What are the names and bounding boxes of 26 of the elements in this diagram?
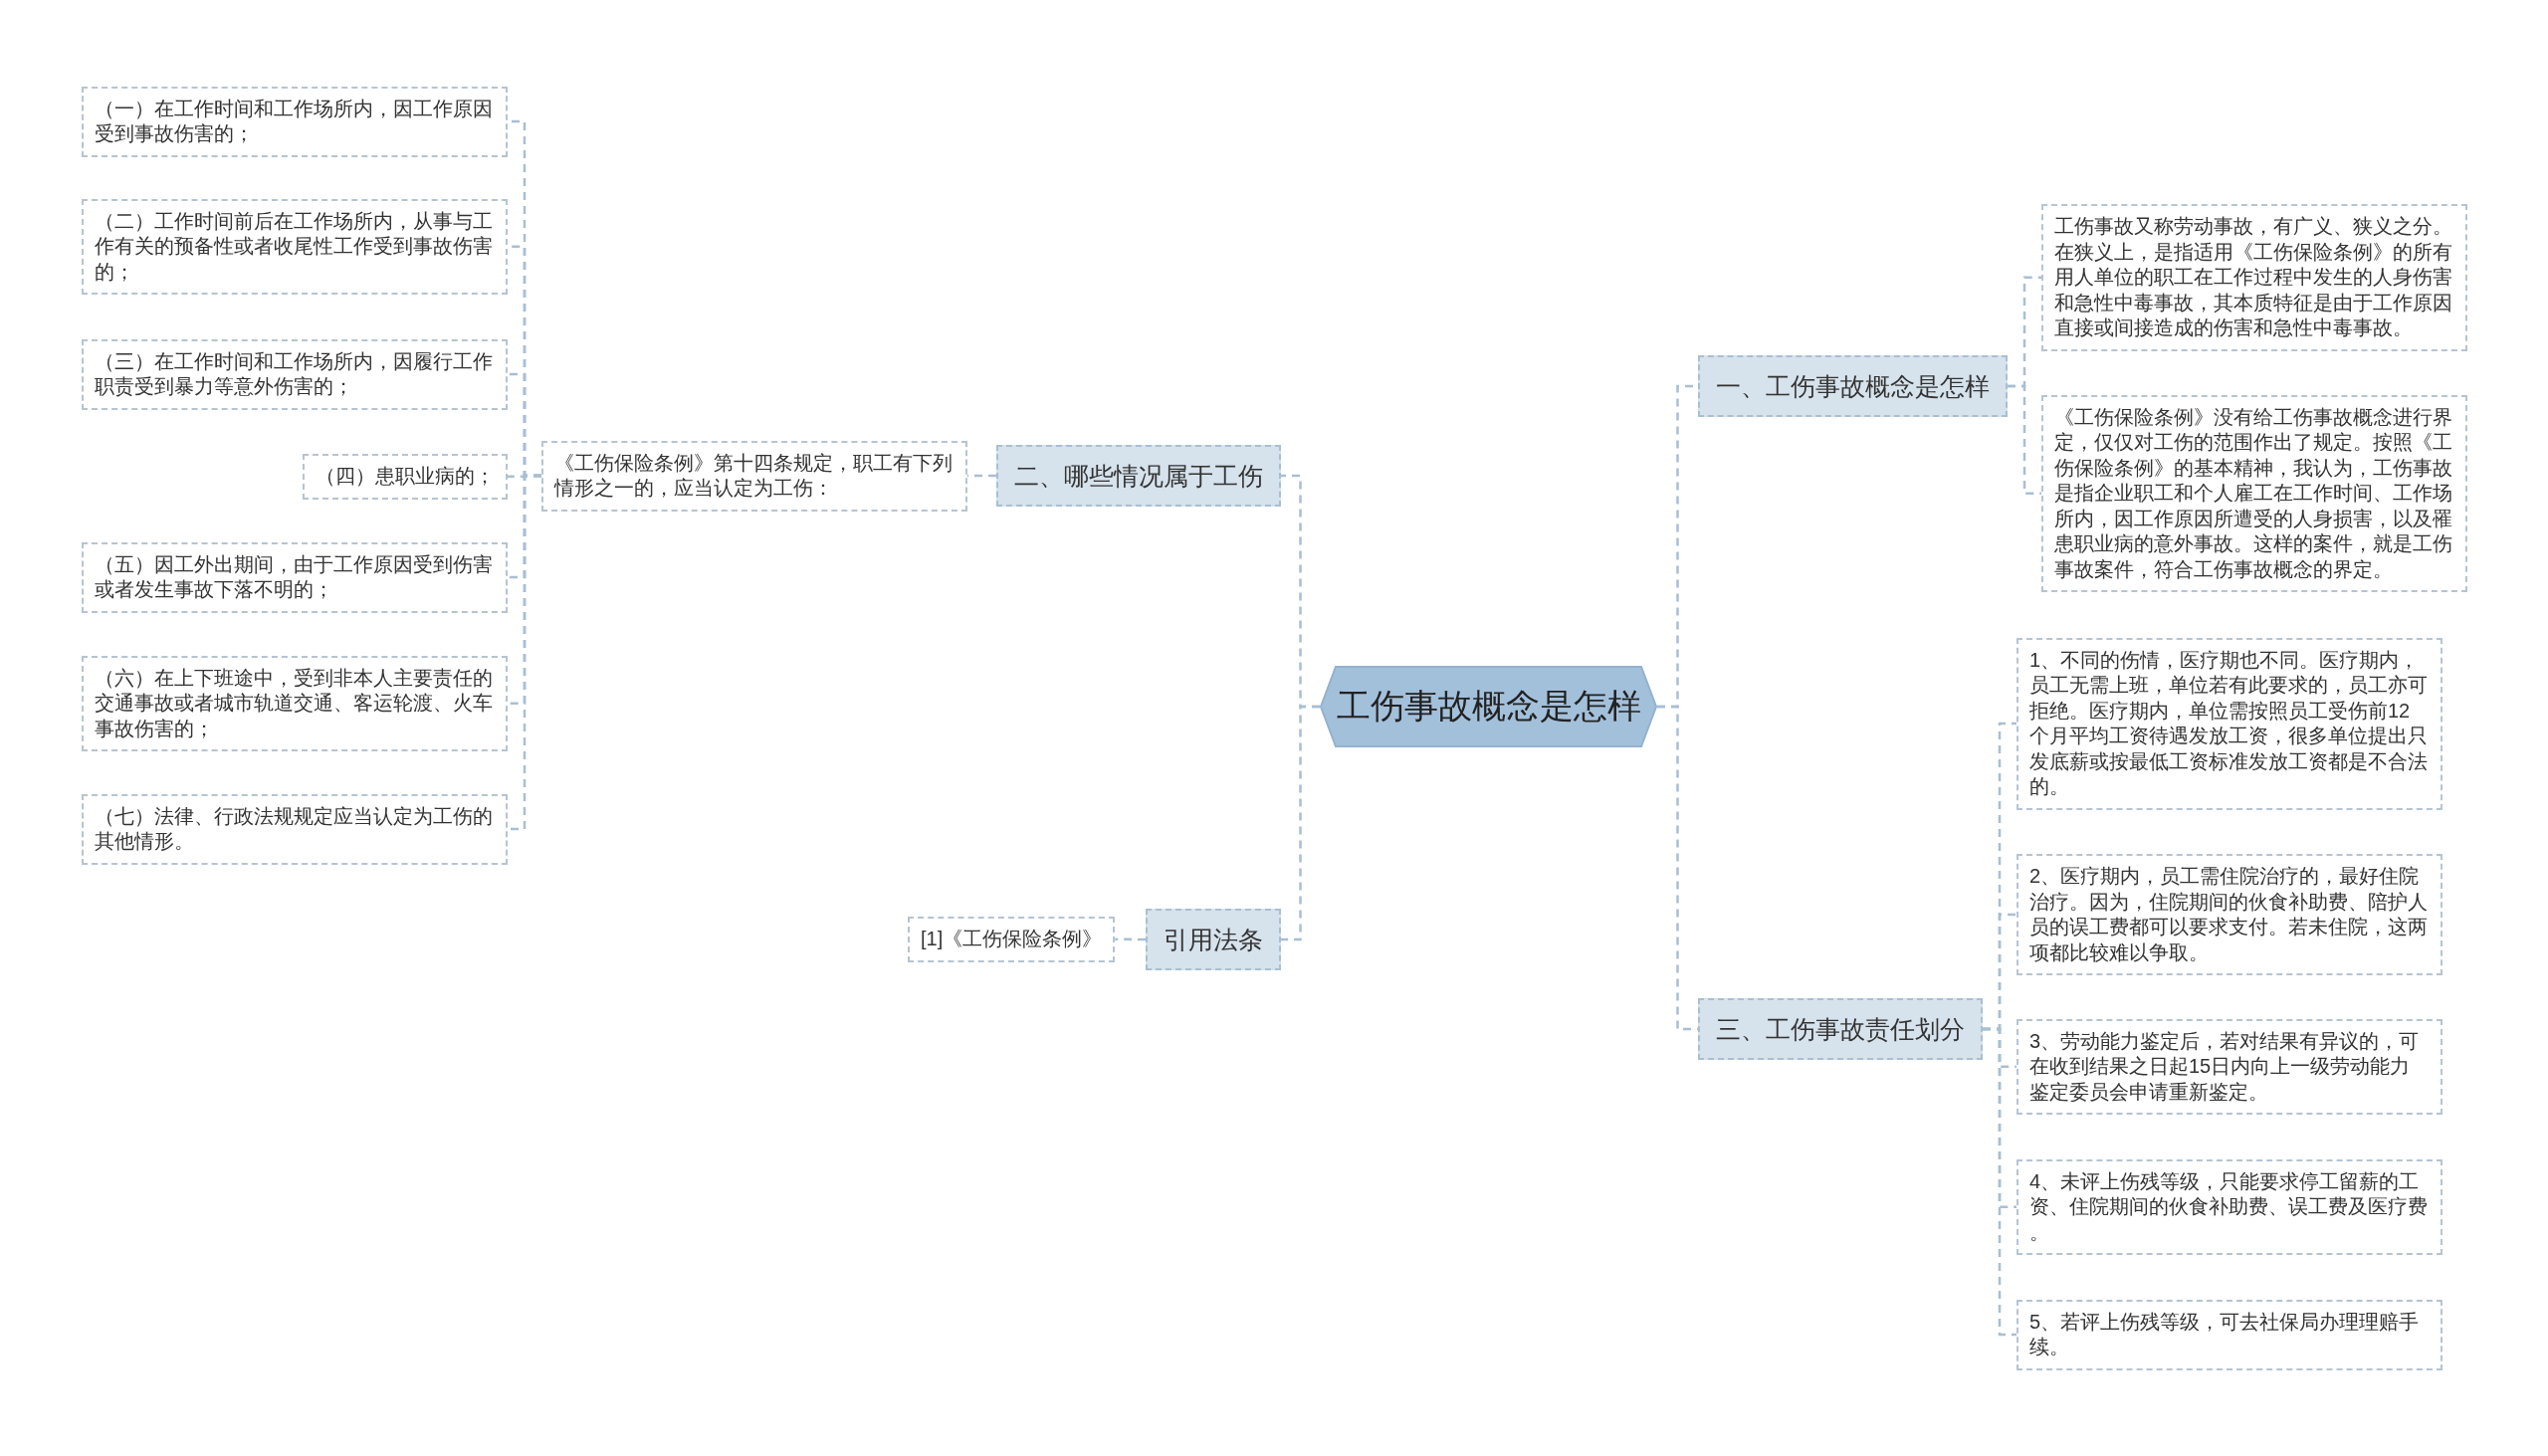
text-box: （二）工作时间前后在工作场所内，从事与工作有关的预备性或者收尾性工作受到事故伤害的； (82, 198, 508, 295)
connector-line (1983, 1027, 2017, 1337)
text-box: 2、医疗期内，员工需住院治疗的，最好住院治疗。因为，住院期间的伙食补助费、陪护人员的误工费都可以要求支付。若未住院，这两项都比较难以争取。 (2017, 854, 2442, 975)
text-box: 《工伤保险条例》第十四条规定，职工有下列情形之一的，应当认定为工伤： (541, 440, 967, 512)
text-box: 4、未评上伤残等级，只能要求停工留薪的工资、住院期间的伙食补助费、误工费及医疗费。 (2017, 1158, 2442, 1255)
text-box: 工伤事故又称劳动事故，有广义、狭义之分。在狭义上，是指适用《工伤保险条例》的所有用人单位的职工在工作过程中发生的人身伤害和急性中毒事故，其本质特征是由于工作原因直接或间接造成的伤害和急性中毒事故。 (2041, 204, 2467, 351)
topic-box: 一、工伤事故概念是怎样 (1698, 355, 2008, 417)
text-box: 5、若评上伤残等级，可去社保局办理理赔手续。 (2017, 1299, 2442, 1370)
text-box: （四）患职业病的； (303, 454, 508, 500)
text-box: 3、劳动能力鉴定后，若对结果有异议的，可在收到结果之日起15日内向上一级劳动能力鉴定委员会申请重新鉴定。 (2017, 1018, 2442, 1115)
connector-line (508, 474, 541, 831)
connector-line (1115, 937, 1146, 941)
connector-line (1281, 705, 1320, 941)
text-box: （七）法律、行政法规规定应当认定为工伤的其他情形。 (82, 793, 508, 865)
topic-box: 三、工伤事故责任划分 (1698, 998, 1983, 1060)
topic-box: 二、哪些情况属于工伤 (996, 445, 1281, 507)
text-box: 《工伤保险条例》没有给工伤事故概念进行界定，仅仅对工伤的范围作出了规定。按照《工伤保险条例》的基本精神，我认为，工伤事故是指企业职工和个人雇工在工作时间、工作场所内，因工作原因所遭受的人身损害，以及罹患职业病的意外事故。这样的案件，就是工伤事故案件，符合工伤事故概念的界定。 (2041, 394, 2467, 592)
central-topic: 工伤事故概念是怎样 (1320, 666, 1657, 747)
text-box: [1]《工伤保险条例》 (908, 917, 1116, 962)
text-box: （六）在上下班途中，受到非本人主要责任的交通事故或者城市轨道交通、客运轮渡、火车事故伤害的； (82, 655, 508, 751)
text-box: 1、不同的伤情，医疗期也不同。医疗期内，员工无需上班，单位若有此要求的，员工亦可拒绝。医疗期内，单位需按照员工受伤前12个月平均工资待遇发放工资，很多单位提出只发底薪或按最低工资标准发放工资都是不合法的。 (2017, 637, 2442, 810)
text-box: （一）在工作时间和工作场所内，因工作原因受到事故伤害的； (82, 86, 508, 157)
topic-box: 引用法条 (1146, 909, 1281, 970)
text-box: （五）因工外出期间，由于工作原因受到伤害或者发生事故下落不明的； (82, 541, 508, 613)
connector-line (2008, 384, 2041, 495)
text-box: （三）在工作时间和工作场所内，因履行工作职责受到暴力等意外伤害的； (82, 338, 508, 410)
